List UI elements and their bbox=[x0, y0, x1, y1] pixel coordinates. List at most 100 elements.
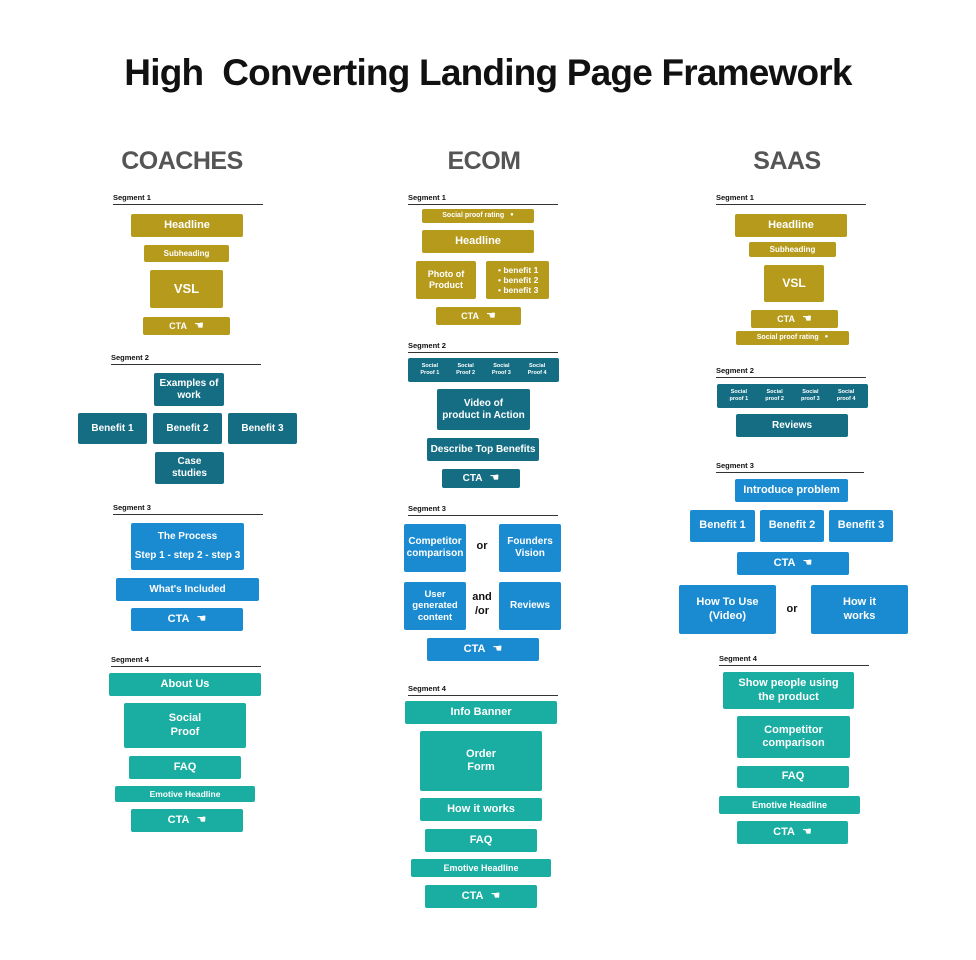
social-proof-item: Social proof 2 bbox=[765, 389, 784, 402]
segment-label: Segment 3 bbox=[408, 504, 558, 516]
segment-label: Segment 1 bbox=[408, 193, 558, 205]
cta-label: CTA bbox=[169, 320, 187, 331]
faq-block: FAQ bbox=[425, 829, 537, 852]
benefit-block: Benefit 3 bbox=[228, 413, 297, 444]
social-proof-strip: Social proof 1 Social proof 2 Social pro… bbox=[717, 384, 868, 408]
cta-label: CTA bbox=[773, 556, 796, 569]
cta-block: CTA ☚ bbox=[131, 809, 243, 832]
benefit-block: Benefit 1 bbox=[78, 413, 147, 444]
dot-icon: ● bbox=[510, 212, 514, 219]
emotive-headline-block: Emotive Headline bbox=[115, 786, 255, 802]
rating-label: Social proof rating bbox=[756, 333, 819, 341]
cta-block: CTA ☚ bbox=[143, 317, 230, 335]
pointing-hand-icon: ☚ bbox=[492, 643, 503, 655]
benefits-list-block: benefit 1 benefit 2 benefit 3 bbox=[486, 261, 549, 299]
segment-label: Segment 3 bbox=[113, 503, 263, 515]
social-proof-item: Social Proof 1 bbox=[420, 363, 440, 376]
introduce-problem-block: Introduce problem bbox=[735, 479, 848, 502]
benefit-item: benefit 2 bbox=[498, 275, 538, 285]
emotive-headline-block: Emotive Headline bbox=[719, 796, 860, 814]
cta-label: CTA bbox=[462, 472, 483, 484]
benefit-block: Benefit 3 bbox=[829, 510, 893, 542]
case-studies-block: Case studies bbox=[155, 452, 224, 484]
about-us-block: About Us bbox=[109, 673, 261, 696]
social-proof-block: Social Proof bbox=[124, 703, 246, 748]
examples-block: Examples of work bbox=[154, 373, 224, 406]
cta-block: CTA☚ bbox=[751, 310, 838, 328]
segment-label: Segment 1 bbox=[716, 193, 866, 205]
benefit-block: Benefit 2 bbox=[760, 510, 824, 542]
reviews-block: Reviews bbox=[499, 582, 561, 630]
describe-benefits-block: Describe Top Benefits bbox=[427, 438, 539, 461]
how-it-works-block: How it works bbox=[420, 798, 542, 821]
pointing-hand-icon: ☚ bbox=[485, 309, 496, 322]
reviews-block: Reviews bbox=[736, 414, 848, 437]
cta-block: CTA ☚ bbox=[425, 885, 537, 908]
process-steps: Step 1 - step 2 - step 3 bbox=[134, 549, 241, 561]
dot-icon: ● bbox=[824, 334, 829, 341]
faq-block: FAQ bbox=[129, 756, 241, 779]
ugc-block: User generated content bbox=[404, 582, 466, 630]
cta-block: CTA ☚ bbox=[442, 469, 520, 488]
info-banner-block: Info Banner bbox=[405, 701, 557, 724]
segment-label: Segment 1 bbox=[113, 193, 263, 205]
social-proof-rating-block: Social proof rating● bbox=[422, 209, 534, 223]
order-form-block: Order Form bbox=[420, 731, 542, 791]
cta-block: CTA ☚ bbox=[131, 608, 243, 631]
benefit-block: Benefit 1 bbox=[690, 510, 755, 542]
pointing-hand-icon: ☚ bbox=[802, 557, 813, 569]
subheading-block: Subheading bbox=[749, 242, 836, 257]
social-proof-rating-block: Social proof rating ● bbox=[736, 331, 849, 345]
show-people-block: Show people using the product bbox=[723, 672, 854, 709]
process-block: The Process Step 1 - step 2 - step 3 bbox=[131, 523, 244, 570]
cta-label: CTA bbox=[167, 612, 190, 625]
pointing-hand-icon: ☚ bbox=[193, 319, 204, 332]
cta-label: CTA bbox=[463, 642, 486, 655]
video-block: Video of product in Action bbox=[437, 389, 530, 430]
social-proof-item: Social proof 4 bbox=[836, 389, 856, 402]
benefit-item: benefit 1 bbox=[498, 265, 538, 275]
cta-block: CTA☚ bbox=[737, 821, 848, 844]
segment-label: Segment 4 bbox=[719, 654, 869, 666]
cta-label: CTA bbox=[461, 889, 484, 902]
social-proof-item: Social proof 1 bbox=[729, 389, 749, 402]
social-proof-item: Social Proof 2 bbox=[456, 363, 476, 376]
headline-block: Headline bbox=[422, 230, 534, 253]
segment-label: Segment 2 bbox=[408, 341, 558, 353]
pointing-hand-icon: ☚ bbox=[196, 613, 207, 625]
competitor-block: Competitor comparison bbox=[737, 716, 850, 758]
vsl-block: VSL bbox=[764, 265, 824, 302]
cta-block: CTA ☚ bbox=[436, 307, 521, 325]
segment-label: Segment 2 bbox=[716, 366, 866, 378]
headline-block: Headline bbox=[131, 214, 243, 237]
social-proof-item: Social Proof 3 bbox=[491, 363, 511, 376]
pointing-hand-icon: ☚ bbox=[196, 814, 207, 826]
pointing-hand-icon: ☚ bbox=[801, 312, 812, 325]
benefit-block: Benefit 2 bbox=[153, 413, 222, 444]
pointing-hand-icon: ☚ bbox=[489, 472, 500, 484]
column-heading-coaches: COACHES bbox=[121, 147, 243, 175]
segment-label: Segment 4 bbox=[111, 655, 261, 667]
emotive-headline-block: Emotive Headline bbox=[411, 859, 551, 877]
benefit-item: benefit 3 bbox=[498, 285, 538, 295]
pointing-hand-icon: ☚ bbox=[801, 826, 812, 838]
column-heading-saas: SAAS bbox=[753, 147, 821, 175]
vsl-block: VSL bbox=[150, 270, 223, 308]
cta-block: CTA ☚ bbox=[427, 638, 539, 661]
column-heading-ecom: ECOM bbox=[447, 147, 522, 175]
social-proof-item: Social proof 3 bbox=[801, 389, 820, 402]
founders-vision-block: Founders Vision bbox=[499, 524, 561, 572]
headline-block: Headline bbox=[735, 214, 847, 237]
cta-label: CTA bbox=[461, 310, 479, 321]
how-to-use-video-block: How To Use (Video) bbox=[679, 585, 776, 634]
segment-label: Segment 2 bbox=[111, 353, 261, 365]
social-proof-strip: Social Proof 1 Social Proof 2 Social Pro… bbox=[408, 358, 559, 382]
cta-block: CTA ☚ bbox=[737, 552, 849, 575]
whats-included-block: What's Included bbox=[116, 578, 259, 601]
and-or-connector: and /or bbox=[472, 591, 492, 617]
segment-label: Segment 3 bbox=[716, 461, 864, 473]
social-proof-item: Social Proof 4 bbox=[527, 363, 547, 376]
cta-label: CTA bbox=[167, 813, 190, 826]
competitor-block: Competitor comparison bbox=[404, 524, 466, 572]
pointing-hand-icon: ☚ bbox=[490, 890, 501, 902]
